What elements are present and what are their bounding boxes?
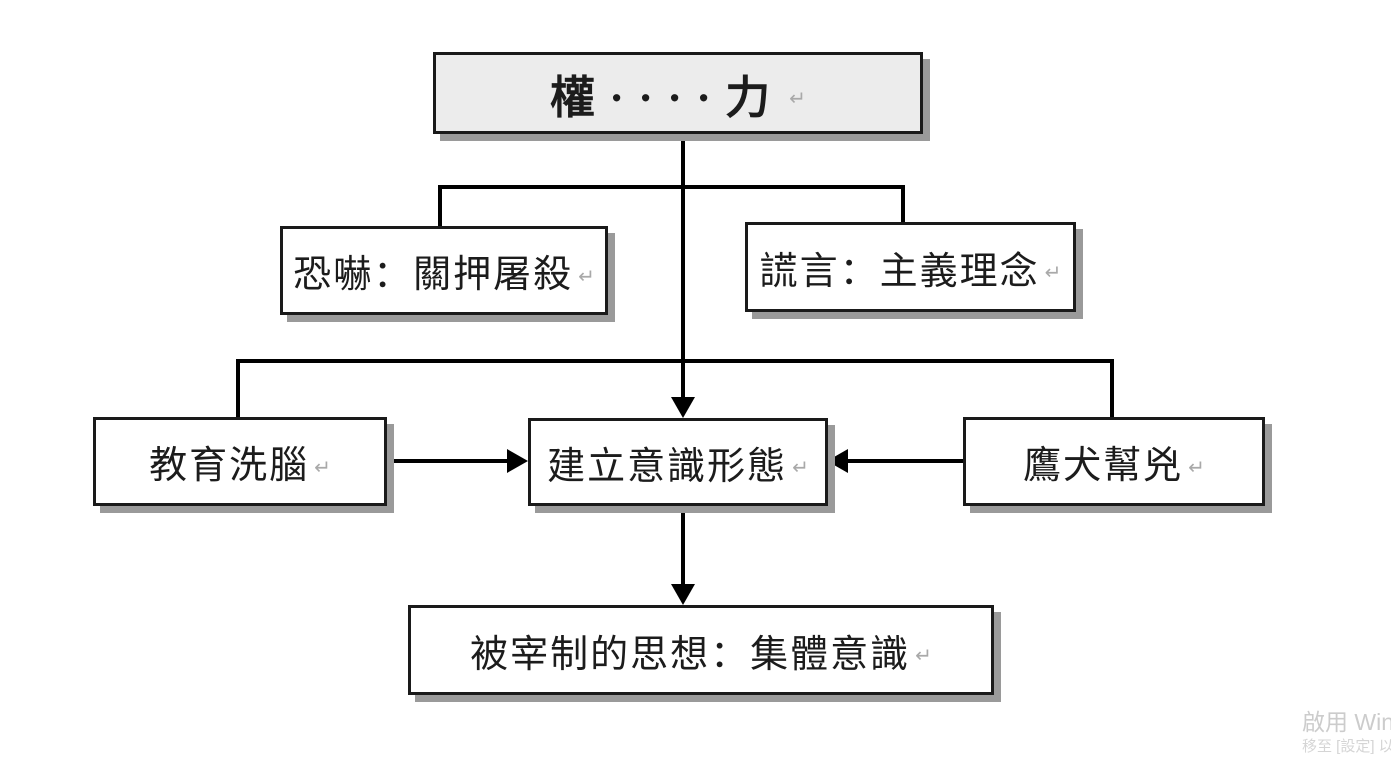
node-power-label: 權····力: [550, 72, 785, 123]
watermark-line1: 啟用 Win: [1302, 709, 1391, 735]
connector-drop-education: [236, 359, 240, 417]
node-dogs[interactable]: 鷹犬幫兇 ↵: [963, 417, 1265, 506]
connector-branch-row2: [438, 185, 905, 189]
node-power[interactable]: 權····力 ↵: [433, 52, 923, 134]
paragraph-mark-icon: ↵: [1044, 260, 1062, 284]
paragraph-mark-icon: ↵: [1188, 454, 1205, 479]
node-lies-label: 謊言：主義理念: [759, 250, 1040, 293]
connector-drop-lies: [901, 185, 905, 222]
connector-dogs-to-ideology: [846, 459, 963, 463]
node-intimidation-label: 恐嚇：關押屠殺: [293, 254, 574, 296]
paragraph-mark-icon: ↵: [915, 643, 932, 667]
node-thought[interactable]: 被宰制的思想：集體意識 ↵: [408, 605, 994, 695]
connector-power-to-ideology: [681, 133, 685, 400]
connector-drop-intimidation: [438, 185, 442, 226]
node-dogs-label: 鷹犬幫兇: [1023, 445, 1184, 487]
connector-education-to-ideology: [387, 459, 509, 463]
connector-drop-dogs: [1110, 359, 1114, 417]
node-education[interactable]: 教育洗腦 ↵: [93, 417, 387, 506]
node-intimidation[interactable]: 恐嚇：關押屠殺 ↵: [280, 226, 608, 315]
paragraph-mark-icon: ↵: [792, 455, 809, 479]
arrowhead-right-icon: [507, 449, 528, 473]
arrowhead-down-icon: [671, 584, 695, 605]
arrowhead-down-icon: [671, 397, 695, 418]
node-ideology[interactable]: 建立意識形態 ↵: [528, 418, 828, 506]
paragraph-mark-icon: ↵: [314, 454, 331, 479]
node-lies[interactable]: 謊言：主義理念 ↵: [745, 222, 1076, 312]
paragraph-mark-icon: ↵: [578, 263, 595, 288]
paragraph-mark-icon: ↵: [789, 86, 806, 110]
node-thought-label: 被宰制的思想：集體意識: [470, 633, 911, 676]
connector-branch-row3: [236, 359, 1114, 363]
node-education-label: 教育洗腦: [149, 445, 310, 487]
watermark-line2: 移至 [設定] 以: [1302, 738, 1391, 756]
activate-windows-watermark: 啟用 Win 移至 [設定] 以: [1302, 709, 1391, 756]
node-ideology-label: 建立意識形態: [547, 445, 788, 488]
arrowhead-left-icon: [827, 449, 848, 473]
connector-ideology-to-thought: [681, 506, 685, 587]
